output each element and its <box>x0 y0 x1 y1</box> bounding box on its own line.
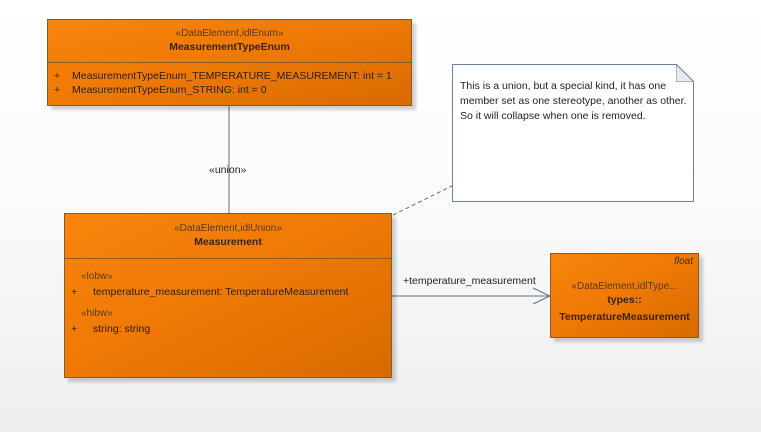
attribute-text: MeasurementTypeEnum_TEMPERATURE_MEASUREM… <box>72 70 392 82</box>
union-attribute-row[interactable]: + temperature_measurement: TemperatureMea… <box>71 285 391 299</box>
union-class-stereotype: «DataElement,idlUnion» <box>174 223 282 234</box>
type-class-namespace: types:: <box>607 294 642 306</box>
union-class-header: «DataElement,idlUnion» Measurement <box>65 214 391 259</box>
note-text: This is a union, but a special kind, it … <box>460 80 687 122</box>
enum-class-box[interactable]: «DataElement,idlEnum» MeasurementTypeEnu… <box>47 19 412 106</box>
union-attribute-row[interactable]: + string: string <box>71 322 391 336</box>
enum-attribute-row[interactable]: + MeasurementTypeEnum_TEMPERATURE_MEASURE… <box>54 69 411 83</box>
union-class-box[interactable]: «DataElement,idlUnion» Measurement «lobw… <box>64 213 392 378</box>
union-connector-label[interactable]: «union» <box>209 164 247 176</box>
enum-class-stereotype: «DataElement,idlEnum» <box>175 28 284 39</box>
enum-class-name: MeasurementTypeEnum <box>169 41 290 53</box>
note-fold-corner <box>676 64 694 82</box>
attribute-text: string: string <box>93 323 151 335</box>
union-class-attributes: «lobw» + temperature_measurement: Tempera… <box>65 259 391 336</box>
note-link-line[interactable] <box>392 185 453 216</box>
note-box[interactable]: This is a union, but a special kind, it … <box>452 64 694 202</box>
union-class-name: Measurement <box>194 236 262 248</box>
attribute-stereotype: «hibw» <box>81 308 113 319</box>
visibility-marker: + <box>71 286 78 298</box>
attribute-text: temperature_measurement: TemperatureMeas… <box>93 286 349 298</box>
type-class-header: «DataElement,idlType... types:: Temperat… <box>551 254 698 324</box>
type-class-box[interactable]: float «DataElement,idlType... types:: Te… <box>550 253 699 338</box>
enum-attribute-row[interactable]: + MeasurementTypeEnum_STRING: int = 0 <box>54 83 411 97</box>
association-arrowhead <box>532 287 552 305</box>
visibility-marker: + <box>54 84 61 96</box>
attribute-text: MeasurementTypeEnum_STRING: int = 0 <box>72 84 267 96</box>
visibility-marker: + <box>54 70 61 82</box>
enum-class-attributes: + MeasurementTypeEnum_TEMPERATURE_MEASURE… <box>48 63 411 97</box>
enum-class-header: «DataElement,idlEnum» MeasurementTypeEnu… <box>48 20 411 63</box>
float-tag: float <box>674 256 693 267</box>
visibility-marker: + <box>71 323 78 335</box>
attribute-stereotype: «lobw» <box>81 271 113 282</box>
association-label[interactable]: +temperature_measurement <box>403 275 536 287</box>
type-class-stereotype: «DataElement,idlType... <box>571 281 678 292</box>
type-class-name: TemperatureMeasurement <box>559 311 690 323</box>
